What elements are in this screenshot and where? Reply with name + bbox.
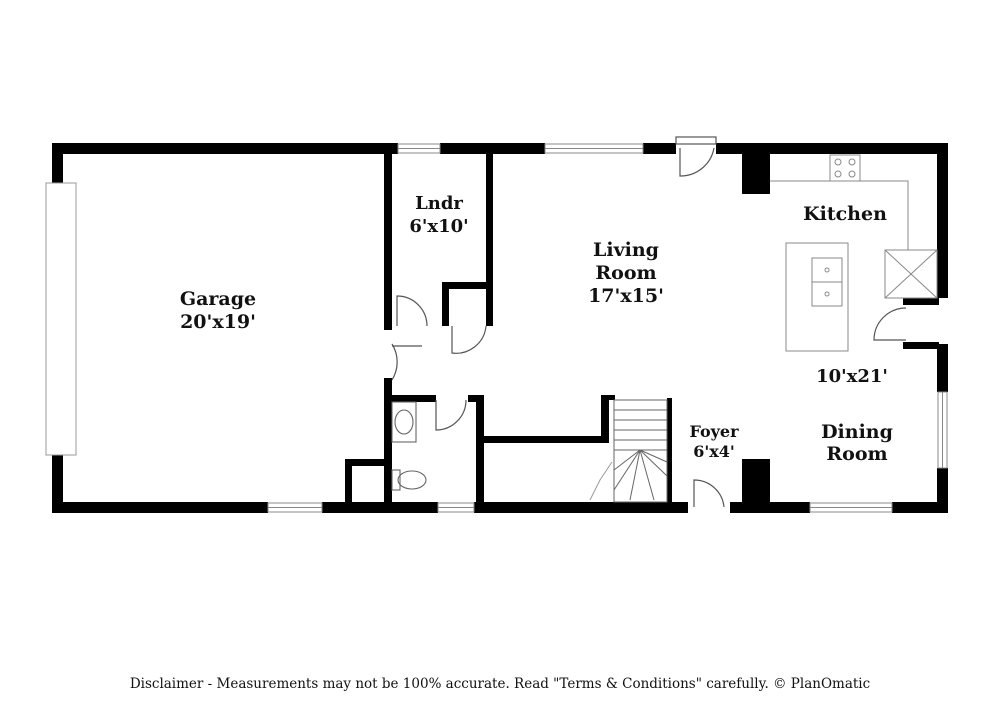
kitchen-fixtures (770, 154, 938, 352)
refrigerator (884, 249, 938, 299)
kitchen-island (785, 242, 849, 352)
toilet (397, 470, 427, 490)
vanity (391, 401, 417, 443)
living-name-line2: Room (595, 262, 656, 284)
cooktop (829, 154, 861, 182)
kitchen-dining-size: 10'x21' (816, 366, 888, 387)
dining-name-line1: Dining (821, 421, 893, 443)
laundry-size: 6'x10' (409, 216, 468, 237)
garage-door (45, 182, 77, 456)
windows (267, 143, 948, 513)
sink (394, 409, 414, 435)
door-swings (391, 136, 907, 508)
foyer-size: 6'x4' (693, 442, 735, 461)
foyer-name: Foyer (689, 422, 739, 441)
disclaimer-text: Disclaimer - Measurements may not be 100… (129, 676, 871, 692)
kitchen-name: Kitchen (803, 203, 887, 225)
dining-name-line2: Room (826, 443, 887, 465)
garage-name: Garage (180, 288, 256, 310)
interior-walls (345, 154, 939, 505)
stairs (589, 399, 668, 503)
living-size: 17'x15' (588, 285, 664, 307)
room-labels: Garage 20'x19' Lndr 6'x10' Living Room 1… (180, 193, 893, 465)
living-name-line1: Living (593, 239, 659, 261)
laundry-name: Lndr (415, 193, 463, 214)
bathroom-fixtures (391, 401, 427, 491)
garage-size: 20'x19' (180, 311, 256, 333)
